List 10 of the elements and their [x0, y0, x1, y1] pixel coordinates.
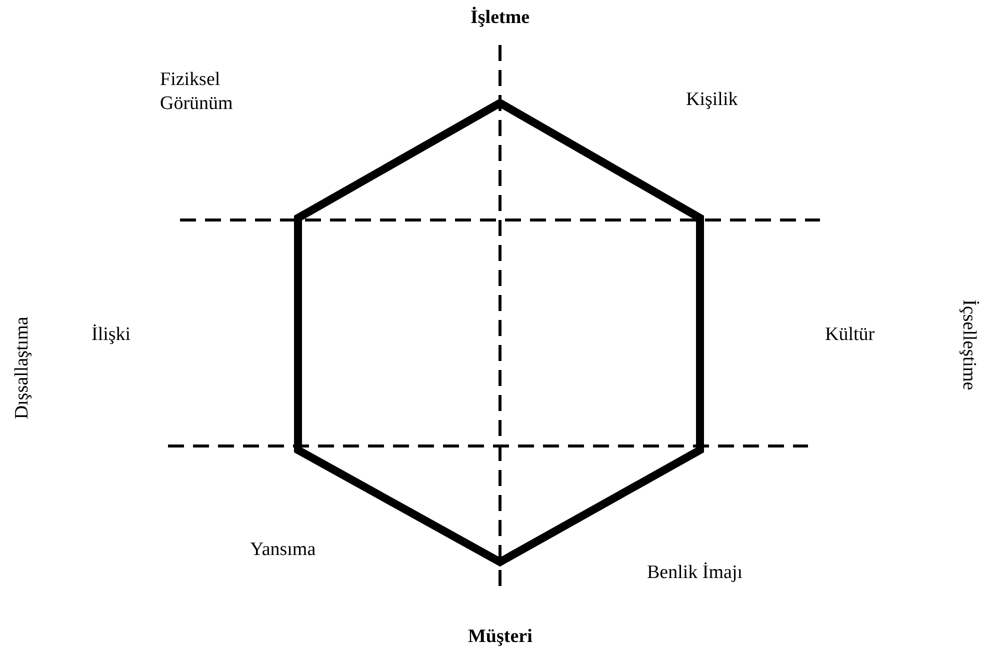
facet-label: İlişki: [92, 323, 131, 347]
axis-label: Dışsallaştıma: [10, 316, 34, 420]
facet-label: Kültür: [825, 323, 875, 347]
axis-label: İçselleştime: [956, 300, 980, 390]
pole-label: Müşteri: [468, 625, 532, 649]
facet-label: Benlik İmajı: [647, 561, 743, 585]
facet-label: Fiziksel Görünüm: [160, 68, 234, 116]
facet-label: Yansıma: [250, 538, 316, 562]
facet-label: Kişilik: [686, 88, 738, 112]
pole-label: İşletme: [470, 6, 530, 30]
